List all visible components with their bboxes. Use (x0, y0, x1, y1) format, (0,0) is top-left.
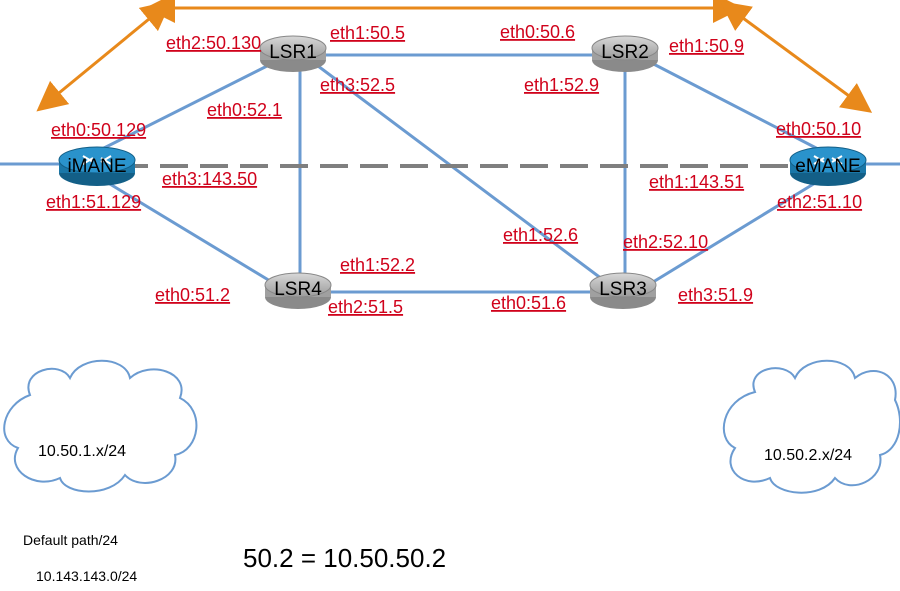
address-example-note: 50.2 = 10.50.50.2 (243, 543, 446, 573)
if-lsr3-eth1: eth1:52.6 (503, 225, 578, 245)
router-label: LSR1 (269, 42, 317, 63)
if-imane-eth3: eth3:143.50 (162, 169, 257, 189)
if-lsr2-eth1-top: eth1:50.9 (669, 36, 744, 56)
if-lsr3-eth3: eth3:51.9 (678, 285, 753, 305)
cloud-left-icon (3, 359, 198, 493)
arrow-emane-top (719, 1, 873, 113)
if-lsr2-eth1-bottom: eth1:52.9 (524, 75, 599, 95)
default-path-note: Default path/24 (23, 532, 118, 548)
router-label: LSR2 (601, 42, 649, 63)
if-emane-eth1: eth1:143.51 (649, 172, 744, 192)
cloud-right-label: 10.50.2.x/24 (764, 447, 852, 464)
router-lsr3[interactable]: LSR3 (589, 272, 657, 309)
if-lsr1-eth2: eth2:50.130 (166, 33, 261, 53)
links (0, 53, 900, 294)
cloud-left-label: 10.50.1.x/24 (38, 443, 126, 460)
router-label: iMANE (67, 156, 126, 177)
link-lsr3-emane (639, 178, 821, 292)
if-lsr1-eth1: eth1:50.5 (330, 23, 405, 43)
arrow-imane-top (36, 0, 172, 112)
router-imane[interactable]: iMANE (58, 146, 136, 186)
cloud-right-icon (722, 359, 900, 494)
router-label: LSR3 (599, 279, 647, 300)
if-lsr4-eth1: eth1:52.2 (340, 255, 415, 275)
router-arrows-icon (813, 155, 843, 165)
router-label: LSR4 (274, 279, 322, 300)
if-lsr3-eth0: eth0:51.6 (491, 293, 566, 313)
bidirectional-arrows (36, 0, 873, 113)
if-emane-eth2: eth2:51.10 (777, 192, 862, 212)
link-lsr1-lsr3 (309, 58, 611, 287)
cloud-right: 10.50.2.x/24 (722, 359, 900, 494)
default-subnet-note: 10.143.143.0/24 (36, 568, 137, 584)
router-lsr4[interactable]: LSR4 (264, 272, 332, 309)
link-lsr2-emane (639, 55, 821, 152)
if-lsr3-eth2: eth2:52.10 (623, 232, 708, 252)
cloud-left: 10.50.1.x/24 (3, 359, 198, 493)
router-arrows-icon (82, 155, 112, 165)
if-imane-eth0: eth0:50.129 (51, 120, 146, 140)
if-emane-eth0: eth0:50.10 (776, 119, 861, 139)
router-label: eMANE (795, 156, 860, 177)
link-imane-lsr1 (99, 55, 286, 152)
if-lsr4-eth0: eth0:51.2 (155, 285, 230, 305)
if-lsr2-eth0: eth0:50.6 (500, 22, 575, 42)
interface-labels: eth2:50.130 eth1:50.5 eth3:52.5 eth0:52.… (46, 22, 862, 317)
router-lsr2[interactable]: LSR2 (591, 35, 659, 72)
if-lsr1-eth3: eth3:52.5 (320, 75, 395, 95)
router-lsr1[interactable]: LSR1 (259, 35, 327, 72)
link-imane-lsr4 (99, 176, 286, 292)
if-lsr4-eth2: eth2:51.5 (328, 297, 403, 317)
if-imane-eth1: eth1:51.129 (46, 192, 141, 212)
if-lsr1-eth0: eth0:52.1 (207, 100, 282, 120)
router-emane[interactable]: eMANE (789, 146, 867, 186)
